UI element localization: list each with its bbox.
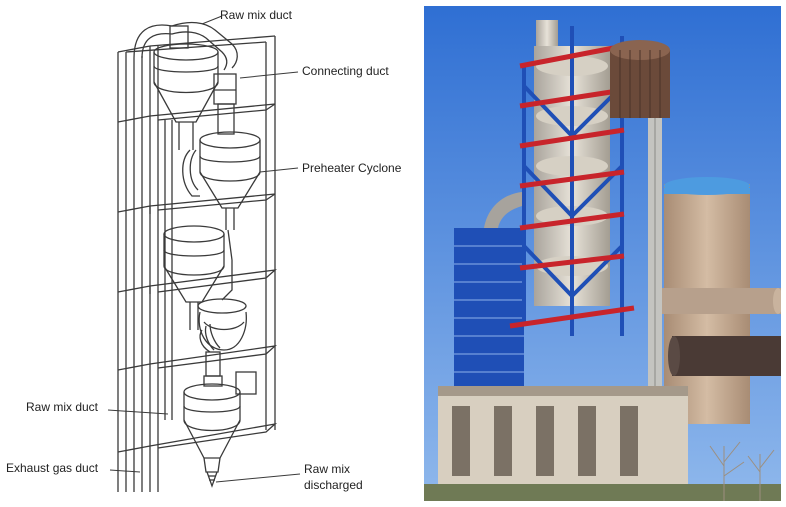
tower-frame: [117, 35, 278, 492]
label-raw-mix-duct-top: Raw mix duct: [220, 8, 293, 22]
base-structure: [424, 386, 781, 501]
trees: [709, 441, 775, 501]
side-exchanger: [454, 192, 524, 408]
cyclone-stage-1: [153, 43, 219, 150]
label-raw-mix-discharged-line1: Raw mix: [304, 462, 351, 476]
cyclone-stage-5: [183, 371, 257, 488]
label-raw-mix-duct-side: Raw mix duct: [26, 400, 99, 414]
cyclone-stage-4: [197, 298, 247, 387]
label-preheater-cyclone: Preheater Cyclone: [302, 161, 402, 175]
preheater-tower-diagram: [107, 15, 301, 492]
label-raw-mix-discharged-line2: discharged: [304, 478, 363, 492]
label-connecting-duct: Connecting duct: [302, 64, 389, 78]
raw-mix-duct-top: [133, 21, 238, 71]
cyclone-stage-3: [163, 225, 233, 330]
raw-mix-duct-vertical: [164, 120, 173, 420]
label-leaders: [107, 15, 301, 483]
steel-frame: [509, 26, 635, 336]
connecting-duct: [213, 73, 237, 135]
preheater-tower-photo: [424, 6, 781, 501]
kiln-pipe: [660, 288, 781, 376]
exhaust-gas-duct: [133, 56, 143, 492]
top-tank: [610, 40, 670, 118]
label-exhaust-gas-duct: Exhaust gas duct: [6, 461, 99, 475]
cyclone-stage-2: [182, 131, 261, 230]
